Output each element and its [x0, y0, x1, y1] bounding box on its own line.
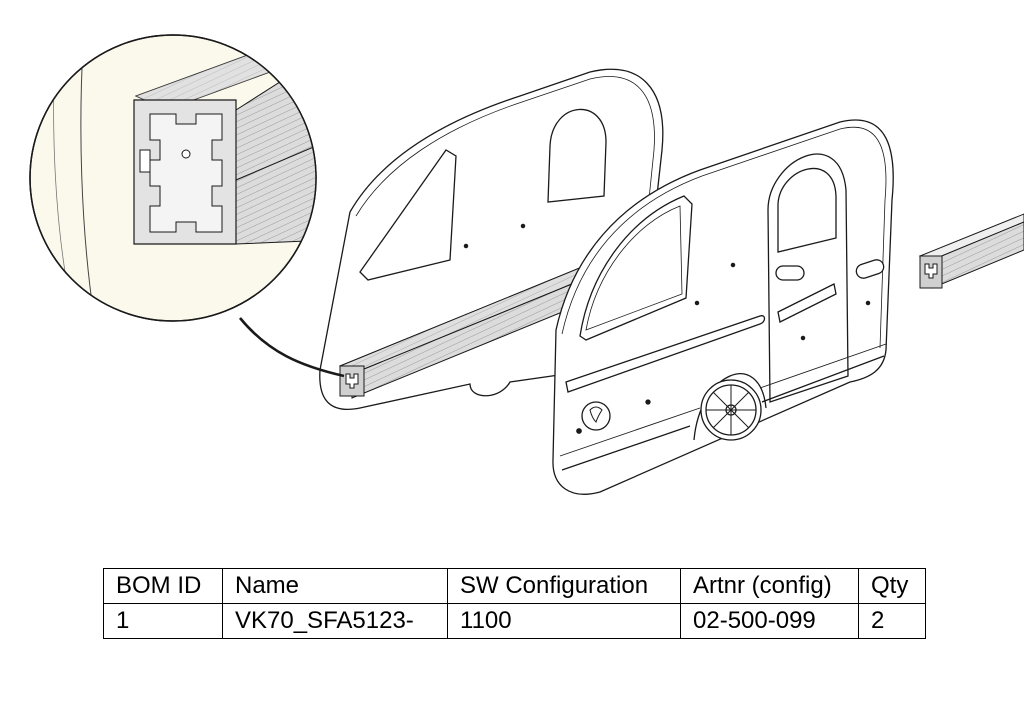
bom-cell-qty: 2	[858, 603, 926, 639]
side-vent	[855, 259, 885, 279]
bom-header-qty: Qty	[858, 568, 926, 604]
bom-header-name: Name	[222, 568, 448, 604]
detail-view	[29, 34, 317, 322]
logo-badge	[581, 401, 611, 431]
wheel-arch	[693, 373, 767, 441]
front-window	[579, 195, 693, 341]
bom-cell-name: VK70_SFA5123-	[222, 603, 448, 639]
rear-arched-window	[547, 108, 607, 203]
bom-header-sw-config: SW Configuration	[447, 568, 681, 604]
bom-cell-sw-config: 1100	[447, 603, 681, 639]
door-window	[777, 167, 837, 253]
bom-table: BOM ID Name SW Configuration Artnr (conf…	[103, 568, 926, 639]
detail-leader-line	[238, 317, 345, 378]
exploded-profile-piece	[918, 213, 1024, 289]
bom-header-artnr: Artnr (config)	[680, 568, 859, 604]
wheel	[700, 379, 762, 441]
rear-window	[359, 149, 457, 281]
door-handle	[775, 265, 805, 281]
bom-cell-artnr: 02-500-099	[680, 603, 859, 639]
table-row: 1 VK70_SFA5123- 1100 02-500-099 2	[103, 603, 926, 639]
bom-cell-id: 1	[103, 603, 223, 639]
profile-end-face	[339, 365, 365, 397]
bom-header-row: BOM ID Name SW Configuration Artnr (conf…	[103, 568, 926, 604]
belt-line-lower	[561, 355, 885, 471]
bom-header-id: BOM ID	[103, 568, 223, 604]
door-rail	[777, 283, 837, 323]
front-side-panel	[552, 119, 894, 495]
belt-line-upper	[565, 315, 766, 393]
